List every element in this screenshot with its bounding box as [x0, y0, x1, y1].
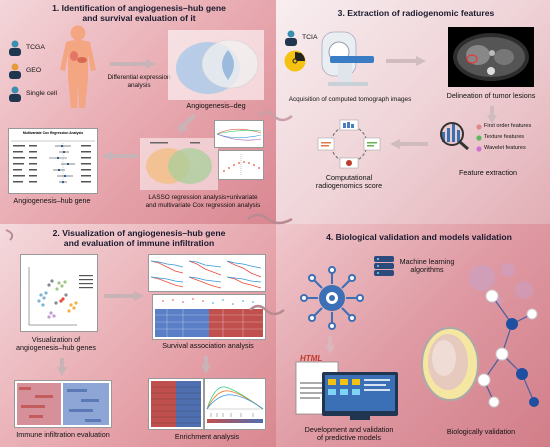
source-single-cell: Single cell [26, 90, 57, 97]
feature-texture: Texture features [484, 134, 525, 140]
connector-1-3 [257, 110, 293, 122]
connector-2-4 [249, 304, 285, 316]
panel-4: 4. Biological validation and models vali… [276, 224, 550, 447]
arrow-to-score [390, 139, 428, 149]
connector-center [247, 213, 293, 225]
petri-dish-icon [418, 324, 480, 404]
lasso-cv-plot [218, 150, 264, 180]
panel-3: 3. Extraction of radiogenomic features T… [276, 0, 550, 224]
forest-plot: Multivariate Cox Regression Analysis [8, 128, 98, 194]
panel-1-title: 1. Identification of angiogenesis–hub ge… [52, 3, 226, 23]
feature-extraction-label: Feature extraction [459, 168, 517, 177]
arrow-to-immune [57, 358, 67, 376]
arrow-to-enrichment [201, 356, 211, 374]
bubbles [468, 260, 538, 320]
immune-heatmap [14, 380, 112, 428]
radiogenomics-cycle [314, 118, 384, 170]
tcia-icon [284, 30, 298, 46]
deg-label: Angiogenesis–deg [186, 101, 246, 110]
arrow-to-dev [325, 336, 335, 354]
forest-plot-title: Multivariate Cox Regression Analysis [22, 131, 84, 135]
tsne-label: Visualization of angiogenesis–hub genes [16, 335, 96, 352]
lasso-coef-plot [214, 120, 264, 148]
arrow-to-features [487, 106, 497, 124]
monitor-icon [294, 352, 402, 420]
panel-2: 2. Visualization of angiogenesis–hub gen… [0, 224, 276, 447]
source-geo: GEO [26, 67, 42, 74]
immune-label: Immune infiltration evaluation [16, 430, 110, 439]
score-label: Computational radiogenomics score [315, 173, 383, 190]
enrichment-heatmap [148, 378, 204, 430]
feature-first-order: First order features [484, 123, 532, 129]
magnifier-chart-icon [438, 118, 474, 150]
enrichment-label: Enrichment analysis [174, 432, 240, 441]
de-analysis-label: Differential expression analysis [107, 74, 171, 89]
arrow-to-survival [104, 291, 144, 301]
ml-label: Machine learning algorithms [399, 257, 455, 274]
arrow-to-lasso [178, 113, 197, 133]
ai-chip-icon [300, 266, 364, 330]
ct-label: Acquisition of computed tomograph images [288, 96, 412, 103]
bio-validation-label: Biologically validation [446, 427, 516, 436]
human-body-icon [52, 24, 104, 110]
geo-icon [8, 63, 22, 79]
delineation-label: Delineation of tumor lesions [446, 91, 536, 100]
panel-1: 1. Identification of angiogenesis–hub ge… [0, 0, 276, 224]
lasso-label: LASSO regression analysis+univariate and… [145, 194, 261, 209]
survival-label: Survival association analysis [162, 341, 254, 350]
dev-label: Development and validation of predictive… [304, 425, 394, 442]
panel-2-title: 2. Visualization of angiogenesis–hub gen… [52, 228, 226, 248]
radiation-icon [284, 50, 306, 72]
source-tcga: TCGA [26, 44, 45, 51]
html-text: HTML [300, 354, 323, 363]
database-icon [372, 254, 396, 278]
feature-dot-1 [476, 124, 482, 130]
lasso-venn [140, 138, 218, 190]
venn-diagram [168, 30, 264, 100]
single-cell-icon [8, 86, 22, 102]
ct-image [448, 27, 534, 87]
feature-dot-3 [476, 146, 482, 152]
tcga-icon [8, 40, 22, 56]
hub-gene-label: Angiogenesis–hub gene [13, 196, 91, 205]
connector-2 [5, 229, 14, 241]
risk-heatmap [152, 294, 266, 340]
source-tcia: TCIA [302, 34, 318, 41]
panel-3-title: 3. Extraction of radiogenomic features [337, 8, 495, 18]
feature-dot-2 [476, 135, 482, 141]
molecule-network [472, 284, 546, 414]
gsea-plot [204, 378, 266, 430]
panel-4-title: 4. Biological validation and models vali… [326, 232, 512, 242]
feature-wavelet: Wavelet features [484, 145, 526, 151]
survival-curves [148, 254, 266, 292]
arrow-to-delineation [386, 56, 426, 66]
arrow-to-hub [102, 151, 138, 161]
arrow-to-deg [110, 59, 156, 69]
ct-scanner-icon [314, 30, 378, 88]
tsne-plot [20, 254, 98, 332]
